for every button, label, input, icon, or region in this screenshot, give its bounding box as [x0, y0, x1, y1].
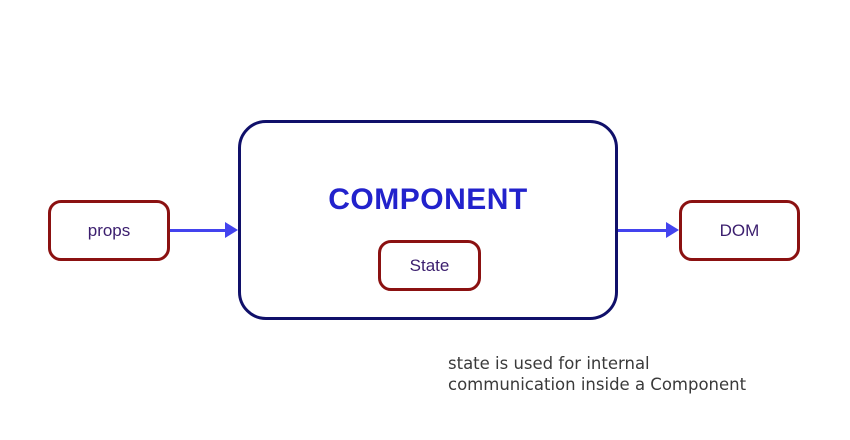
dom-node: DOM — [679, 200, 800, 261]
caption-text: state is used for internal communication… — [448, 353, 746, 395]
props-node-label: props — [87, 220, 131, 240]
arrow-shaft — [618, 228, 668, 232]
arrow-head-icon — [225, 222, 238, 238]
props-to-component-arrow-icon — [170, 222, 238, 238]
caption-line-2: communication inside a Component — [448, 375, 747, 394]
caption-line-1: state is used for internal — [448, 354, 650, 373]
component-node-label: COMPONENT — [328, 183, 528, 216]
state-node: State — [378, 240, 481, 291]
component-to-dom-arrow-icon — [618, 222, 679, 238]
dom-node-label: DOM — [719, 220, 760, 240]
state-node-label: State — [409, 255, 450, 275]
arrow-head-icon — [666, 222, 679, 238]
arrow-shaft — [170, 228, 227, 232]
props-node: props — [48, 200, 170, 261]
